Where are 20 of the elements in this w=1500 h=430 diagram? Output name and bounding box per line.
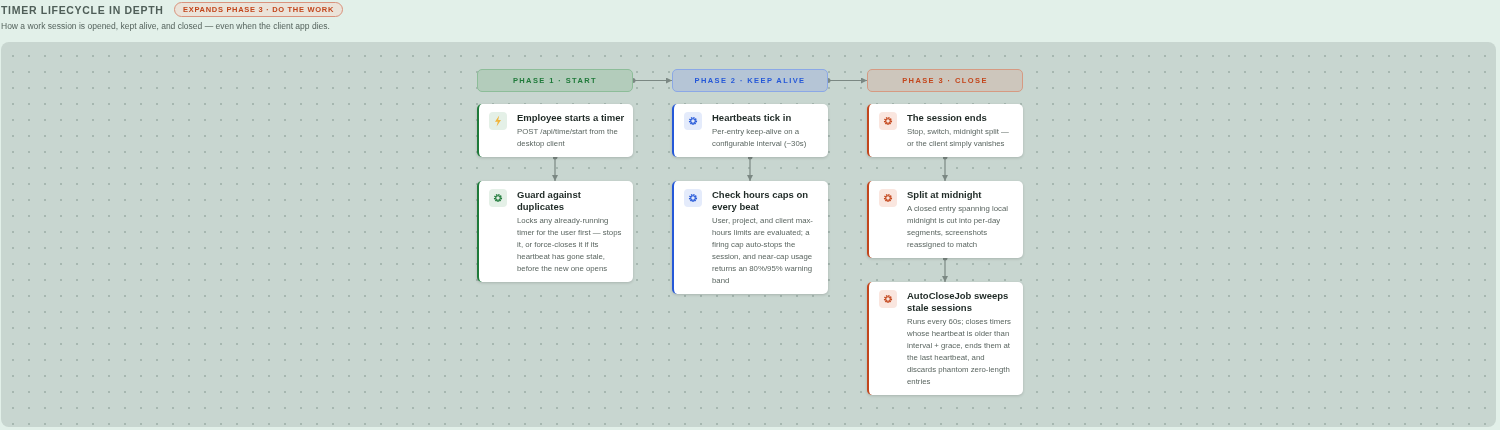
- diagram-title: TIMER LIFECYCLE IN DEPTH: [1, 3, 164, 17]
- step-card: [867, 181, 1023, 258]
- subtitle: How a work session is opened, kept alive, and closed — even when the client app dies.: [1, 21, 330, 32]
- step-card: [867, 282, 1023, 395]
- arrow: [747, 154, 753, 182]
- arrow: [552, 154, 558, 182]
- step-card: [867, 104, 1023, 157]
- step-card: [672, 104, 828, 157]
- step-title: The session ends: [907, 112, 988, 124]
- step-title: Guard against duplicates: [517, 189, 582, 213]
- step-card: [477, 104, 633, 157]
- step-title: Check hours caps on every beat: [712, 189, 810, 213]
- step-title: AutoCloseJob sweeps stale sessions: [907, 290, 1010, 314]
- step-card: [672, 181, 828, 294]
- step-title: Employee starts a timer: [517, 112, 625, 124]
- step-title: Split at midnight: [907, 189, 983, 201]
- arrow: [942, 154, 948, 182]
- step-card: [477, 181, 633, 282]
- step-title: Heartbeats tick in: [712, 112, 793, 124]
- arrow: [942, 255, 948, 283]
